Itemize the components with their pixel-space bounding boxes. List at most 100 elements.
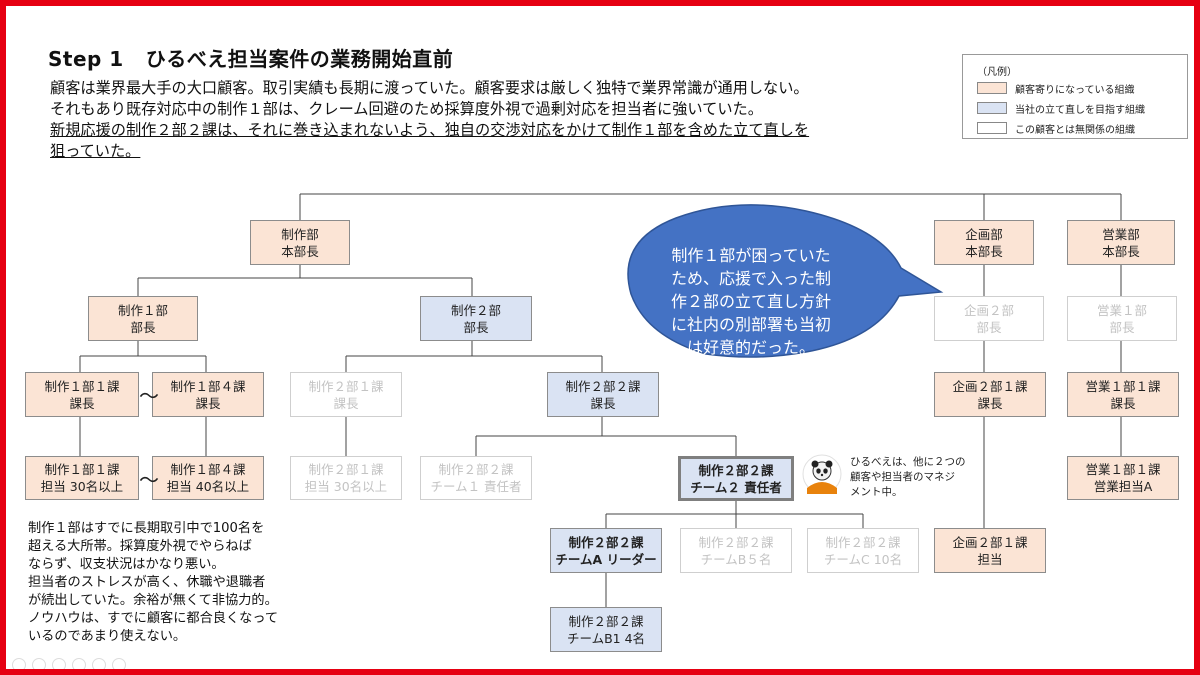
- note-line: が続出していた。余裕が無くて非協力的。: [28, 593, 278, 608]
- box-line: チームB５名: [700, 551, 772, 567]
- box-line: 制作２部: [450, 302, 501, 318]
- box-line: 制作２部２課: [568, 613, 644, 629]
- box-line: チームB1 4名: [566, 630, 646, 646]
- org-box-seisaku2: 制作２部部長: [420, 296, 532, 341]
- tilde-connector: 〜: [139, 468, 159, 492]
- box-line: 制作１部１課: [44, 462, 120, 477]
- box-line: 制作２部２課: [825, 534, 901, 550]
- org-box-teamC: 制作２部２課チームC 10名: [807, 528, 919, 573]
- org-box-team1: 制作２部２課チーム１ 責任者: [420, 456, 532, 500]
- box-line: 制作１部: [117, 302, 168, 318]
- org-box-teamB: 制作２部２課チームB５名: [680, 528, 792, 573]
- box-line: 企画部: [965, 226, 1003, 242]
- next-icon[interactable]: [32, 658, 46, 669]
- legend-label: 当社の立て直しを目指す組織: [1015, 105, 1145, 116]
- legend: （凡例） 顧客寄りになっている組織 当社の立て直しを目指す組織 この顧客とは無関…: [962, 54, 1188, 139]
- bubble-line: は好意的だった。: [686, 338, 815, 357]
- org-box-eigyo-hq: 営業部本部長: [1067, 220, 1175, 265]
- box-line: 制作２部２課: [698, 534, 774, 550]
- org-box-k2k1: 企画２部１課課長: [934, 372, 1046, 417]
- note-line: いるのであまり使えない。: [28, 629, 187, 644]
- org-box-kikaku-hq: 企画部本部長: [934, 220, 1034, 265]
- note-line: 顧客や担当者のマネジ: [850, 471, 955, 483]
- box-line: 制作１部１課: [44, 378, 120, 394]
- org-chart-connectors: [79, 193, 1122, 607]
- title-text: ひるべえ担当案件の業務開始直前: [145, 47, 454, 71]
- legend-swatch-pink: [977, 82, 1007, 94]
- box-line: チームC 10名: [823, 551, 903, 567]
- more-icon[interactable]: [112, 658, 126, 669]
- box-line: 制作１部４課: [170, 462, 246, 477]
- box-line: 制作２部１課: [308, 378, 384, 394]
- note-line: メント中。: [850, 486, 903, 498]
- box-line: 営業担当A: [1093, 479, 1153, 494]
- bubble-line: 制作１部が困っていた: [671, 246, 831, 265]
- box-line: 本部長: [965, 243, 1003, 259]
- pen-icon[interactable]: [52, 658, 66, 669]
- legend-swatch-white: [977, 122, 1007, 134]
- box-line: 担当 40名以上: [166, 479, 250, 494]
- box-line: 営業１部１課: [1085, 462, 1161, 477]
- hirube-note: ひるべえは、他に２つの 顧客や担当者のマネジ メント中。: [850, 455, 966, 500]
- box-line: 営業部: [1102, 226, 1140, 242]
- org-box-e1k1-staff: 営業１部１課営業担当A: [1067, 456, 1179, 500]
- note-line: ひるべえは、他に２つの: [850, 456, 966, 468]
- box-line: チーム１ 責任者: [430, 479, 522, 494]
- note-line: 制作１部はすでに長期取引中で100名を: [28, 521, 265, 536]
- org-box-s1k1: 制作１部１課課長: [25, 372, 139, 417]
- org-box-s2k1-staff: 制作２部１課担当 30名以上: [290, 456, 402, 500]
- box-line: 制作２部２課: [438, 462, 514, 477]
- legend-title: （凡例）: [977, 67, 1017, 78]
- org-box-s2k1: 制作２部１課課長: [290, 372, 402, 417]
- box-line: 担当: [977, 551, 1003, 567]
- step-label: Step 1: [48, 47, 124, 71]
- org-box-teamA: 制作２部２課チームA リーダー: [550, 528, 662, 573]
- legend-swatch-blue: [977, 102, 1007, 114]
- box-line: チーム２ 責任者: [690, 479, 782, 495]
- org-box-e1k1: 営業１部１課課長: [1067, 372, 1179, 417]
- intro-line-underlined: 新規応援の制作２部２課は、それに巻き込まれないよう、独自の交渉対応をかけて制作１…: [50, 121, 810, 139]
- box-line: 企画２部１課: [952, 378, 1028, 394]
- box-line: 制作２部２課: [568, 534, 644, 550]
- box-line: 課長: [195, 395, 221, 411]
- note-line: ならず、収支状況はかなり悪い。: [28, 557, 225, 572]
- box-line: 部長: [976, 319, 1002, 335]
- intro-line-underlined: 狙っていた。: [50, 142, 141, 160]
- legend-label: 顧客寄りになっている組織: [1015, 85, 1135, 96]
- prev-icon[interactable]: [12, 658, 26, 669]
- box-line: 制作１部４課: [170, 378, 246, 394]
- left-note: 制作１部はすでに長期取引中で100名を 超える大所帯。採算度外視でやらねば なら…: [28, 520, 278, 646]
- bubble-line: に社内の別部署も当初: [670, 315, 831, 334]
- org-box-s1k1-staff: 制作１部１課担当 30名以上: [25, 456, 139, 500]
- speech-bubble-text: 制作１部が困っていた ため、応援で入った制 作２部の立て直し方針 に社内の別部署…: [646, 244, 856, 359]
- box-line: 部長: [1109, 319, 1135, 335]
- note-line: 担当者のストレスが高く、休職や退職者: [28, 575, 266, 590]
- box-line: 課長: [590, 395, 616, 411]
- note-line: ノウハウは、すでに顧客に都合良くなって: [28, 611, 279, 626]
- box-line: 企画２部１課: [952, 534, 1028, 550]
- intro-line: 顧客は業界最大手の大口顧客。取引実績も長期に渡っていた。顧客要求は厳しく独特で業…: [50, 79, 809, 97]
- org-box-s1k4: 制作１部４課課長: [152, 372, 264, 417]
- box-line: 営業１部: [1096, 302, 1147, 318]
- box-line: 担当 30名以上: [304, 479, 388, 494]
- box-line: 部長: [463, 319, 489, 335]
- box-line: 営業１部１課: [1085, 378, 1161, 394]
- legend-label: この顧客とは無関係の組織: [1015, 125, 1135, 136]
- box-line: 課長: [977, 395, 1003, 411]
- intro-text: 顧客は業界最大手の大口顧客。取引実績も長期に渡っていた。顧客要求は厳しく独特で業…: [50, 78, 940, 162]
- box-line: チームA リーダー: [555, 551, 657, 567]
- bubble-line: 作２部の立て直し方針: [670, 292, 831, 311]
- box-line: 課長: [69, 395, 95, 411]
- box-line: 課長: [1110, 395, 1136, 411]
- org-box-s1k4-staff: 制作１部４課担当 40名以上: [152, 456, 264, 500]
- zoom-icon[interactable]: [92, 658, 106, 669]
- box-line: 制作部: [281, 226, 319, 242]
- speech-bubble: [627, 204, 944, 358]
- box-line: 部長: [130, 319, 156, 335]
- org-box-seisaku-hq: 制作部本部長: [250, 220, 350, 265]
- box-line: 企画２部: [963, 302, 1014, 318]
- box-line: 制作２部１課: [308, 462, 384, 477]
- box-line: 制作２部２課: [698, 462, 774, 478]
- box-line: 課長: [333, 395, 359, 411]
- grid-icon[interactable]: [72, 658, 86, 669]
